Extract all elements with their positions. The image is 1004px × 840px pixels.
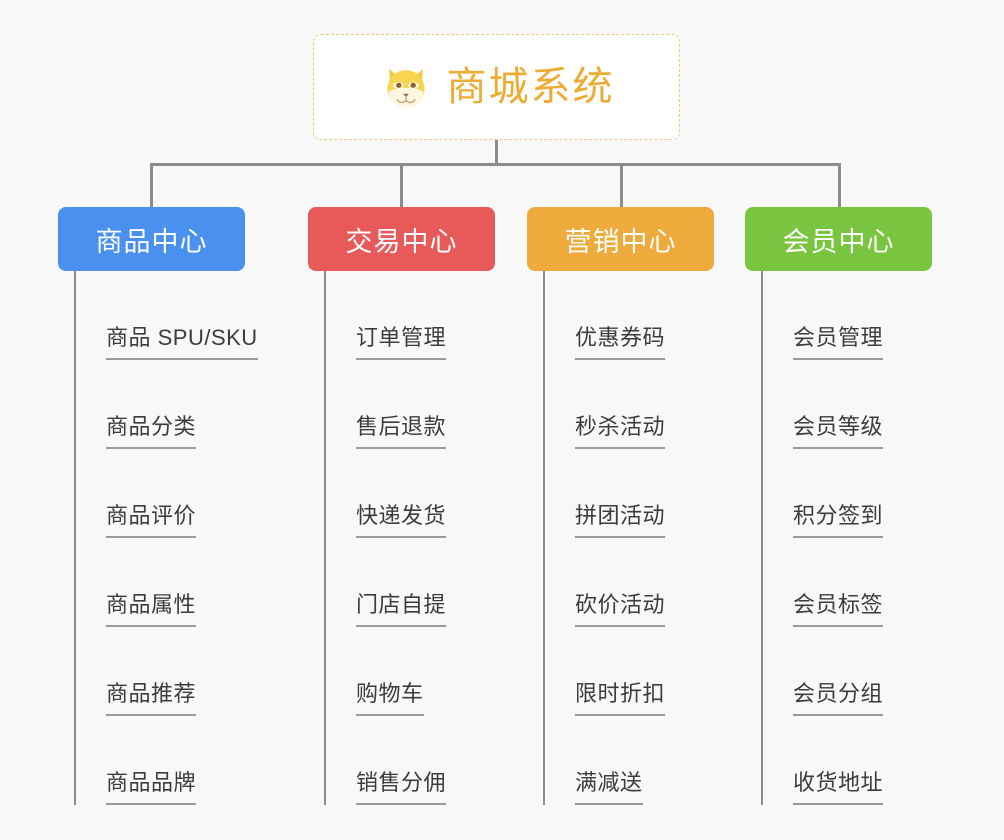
leaf-label: 会员标签: [793, 594, 884, 627]
leaf-label: 售后退款: [356, 416, 447, 449]
leaf-label: 满减送: [575, 772, 643, 805]
leaf-label: 快递发货: [356, 505, 447, 538]
list-item[interactable]: 售后退款: [324, 360, 447, 449]
leaf-label: 商品分类: [106, 416, 197, 449]
leaf-list-trade: 订单管理 售后退款 快递发货 门店自提 购物车 销售分佣: [324, 271, 447, 805]
leaf-label: 销售分佣: [356, 772, 447, 805]
connector-drop-2: [400, 163, 403, 209]
leaf-label: 积分签到: [793, 505, 884, 538]
branch-header-marketing[interactable]: 营销中心: [527, 207, 714, 271]
list-item[interactable]: 会员分组: [761, 627, 884, 716]
list-item[interactable]: 优惠券码: [543, 271, 666, 360]
list-item[interactable]: 砍价活动: [543, 538, 666, 627]
list-item[interactable]: 购物车: [324, 627, 446, 716]
list-item[interactable]: 商品评价: [74, 449, 258, 538]
branch-header-trade[interactable]: 交易中心: [308, 207, 495, 271]
root-node[interactable]: 商城系统: [313, 34, 680, 140]
leaf-label: 商品品牌: [106, 772, 197, 805]
leaf-label: 商品评价: [106, 505, 197, 538]
leaf-label: 订单管理: [356, 327, 447, 360]
leaf-list-marketing: 优惠券码 秒杀活动 拼团活动 砍价活动 限时折扣 满减送: [543, 271, 666, 805]
list-item[interactable]: 销售分佣: [324, 716, 447, 805]
leaf-label: 砍价活动: [575, 594, 666, 627]
list-item[interactable]: 订单管理: [324, 271, 447, 360]
connector-root-stem: [495, 140, 498, 164]
branch-spine-product: [74, 271, 76, 805]
branch-header-product[interactable]: 商品中心: [58, 207, 245, 271]
branch-title-trade: 交易中心: [345, 226, 458, 257]
leaf-list-member: 会员管理 会员等级 积分签到 会员标签 会员分组 收货地址: [761, 271, 884, 805]
branch-header-member[interactable]: 会员中心: [745, 207, 932, 271]
leaf-list-product: 商品 SPU/SKU 商品分类 商品评价 商品属性 商品推荐 商品品牌: [74, 271, 258, 805]
list-item[interactable]: 收货地址: [761, 716, 884, 805]
branch-title-product: 商品中心: [95, 226, 208, 257]
leaf-label: 收货地址: [793, 772, 884, 805]
list-item[interactable]: 商品 SPU/SKU: [74, 271, 258, 360]
list-item[interactable]: 商品推荐: [74, 627, 258, 716]
list-item[interactable]: 会员等级: [761, 360, 884, 449]
connector-drop-3: [620, 163, 623, 209]
leaf-label: 优惠券码: [575, 327, 666, 360]
list-item[interactable]: 快递发货: [324, 449, 447, 538]
connector-drop-4: [838, 163, 841, 209]
leaf-label: 会员管理: [793, 327, 884, 360]
leaf-label: 商品属性: [106, 594, 197, 627]
list-item[interactable]: 会员标签: [761, 538, 884, 627]
leaf-label: 门店自提: [356, 594, 447, 627]
list-item[interactable]: 商品属性: [74, 538, 258, 627]
leaf-label: 限时折扣: [575, 683, 666, 716]
list-item[interactable]: 满减送: [543, 716, 665, 805]
list-item[interactable]: 商品分类: [74, 360, 258, 449]
list-item[interactable]: 限时折扣: [543, 627, 666, 716]
branch-spine-member: [761, 271, 763, 805]
connector-drop-1: [150, 163, 153, 209]
list-item[interactable]: 秒杀活动: [543, 360, 666, 449]
list-item[interactable]: 商品品牌: [74, 716, 258, 805]
connector-bus: [150, 163, 840, 166]
leaf-label: 购物车: [356, 683, 424, 716]
list-item[interactable]: 门店自提: [324, 538, 447, 627]
list-item[interactable]: 会员管理: [761, 271, 884, 360]
branch-title-member: 会员中心: [782, 226, 895, 257]
leaf-label: 会员分组: [793, 683, 884, 716]
root-title: 商城系统: [446, 65, 615, 109]
branch-spine-trade: [324, 271, 326, 805]
leaf-label: 商品推荐: [106, 683, 197, 716]
list-item[interactable]: 拼团活动: [543, 449, 666, 538]
leaf-label: 秒杀活动: [575, 416, 666, 449]
list-item[interactable]: 积分签到: [761, 449, 884, 538]
leaf-label: 商品 SPU/SKU: [106, 327, 258, 360]
leaf-label: 会员等级: [793, 416, 884, 449]
branch-spine-marketing: [543, 271, 545, 805]
branch-title-marketing: 营销中心: [564, 226, 677, 257]
dog-face-icon: [386, 68, 425, 109]
leaf-label: 拼团活动: [575, 505, 666, 538]
